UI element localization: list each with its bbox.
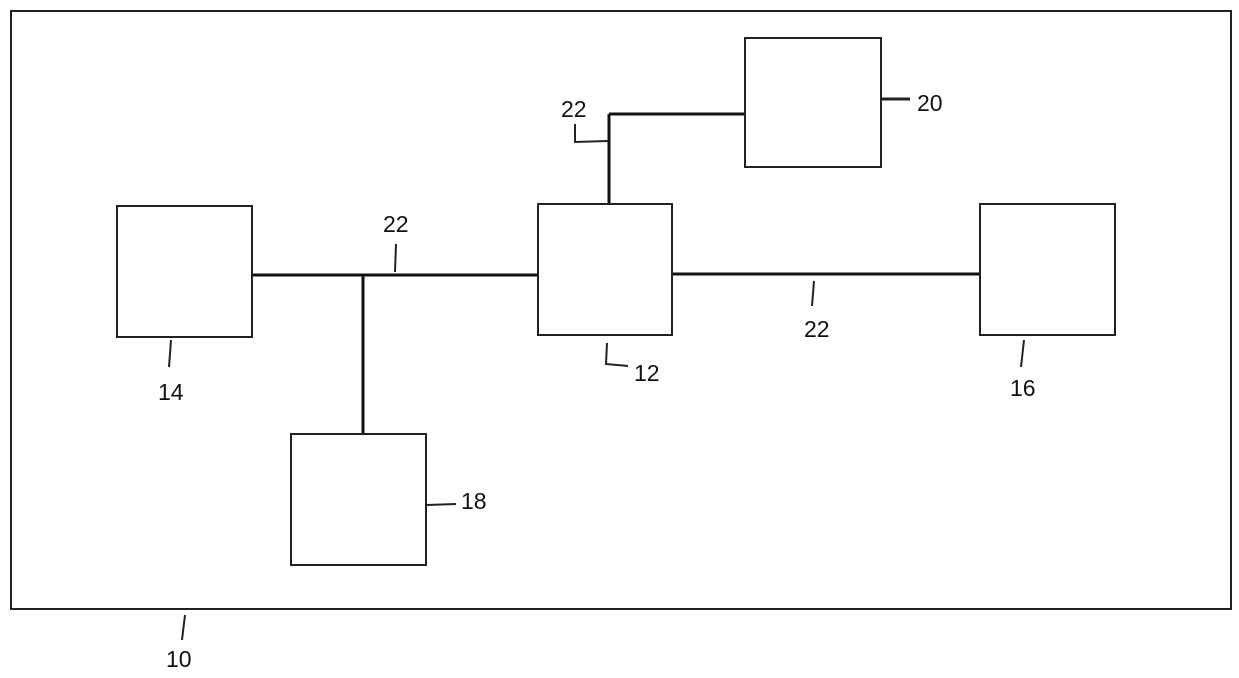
box-20 bbox=[745, 38, 881, 167]
leader-16 bbox=[1021, 340, 1024, 367]
box-14 bbox=[117, 206, 252, 337]
leader-18 bbox=[427, 504, 456, 505]
leader-10 bbox=[182, 615, 185, 640]
label-12: 12 bbox=[634, 362, 660, 385]
label-18: 18 bbox=[461, 490, 487, 513]
leader-12 bbox=[606, 343, 628, 366]
box-16 bbox=[980, 204, 1115, 335]
label-22-right: 22 bbox=[804, 318, 830, 341]
label-20: 20 bbox=[917, 92, 943, 115]
boxes bbox=[117, 38, 1115, 565]
label-14: 14 bbox=[158, 381, 184, 404]
leader-14 bbox=[169, 340, 171, 367]
label-10: 10 bbox=[166, 648, 192, 671]
leader-22-upper bbox=[575, 124, 608, 142]
label-22-upper: 22 bbox=[561, 98, 587, 121]
label-22-left: 22 bbox=[383, 213, 409, 236]
leader-22-right bbox=[812, 281, 814, 306]
leader-22-left bbox=[395, 244, 396, 272]
label-16: 16 bbox=[1010, 377, 1036, 400]
box-12 bbox=[538, 204, 672, 335]
box-18 bbox=[291, 434, 426, 565]
